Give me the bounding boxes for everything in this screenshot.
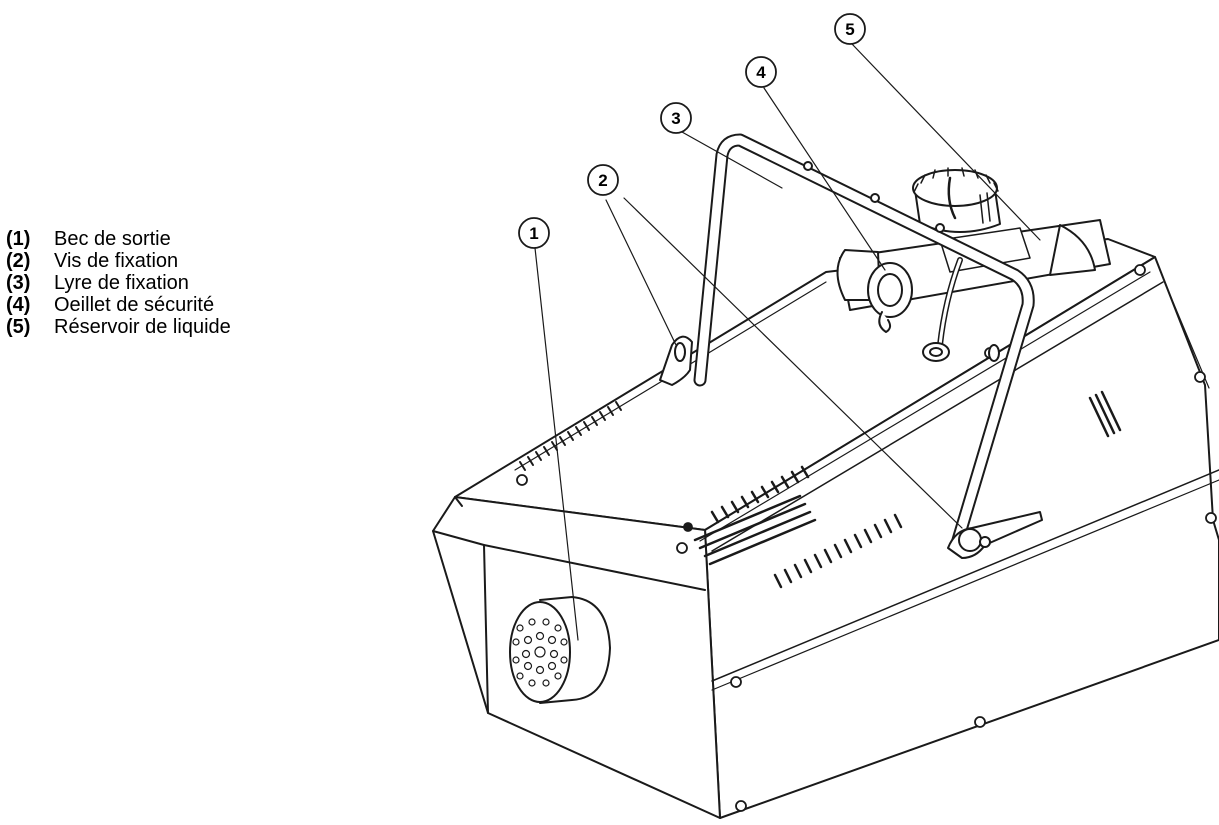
machine-body: [432, 238, 1219, 819]
legend-number: (5): [6, 316, 31, 338]
mounting-bracket: [693, 133, 1035, 547]
leader-line-2a: [605, 199, 677, 346]
legend-number: (3): [6, 272, 31, 294]
callout-5-number: 5: [845, 20, 854, 39]
callout-4-number: 4: [756, 63, 766, 82]
callout-4: 4: [745, 56, 777, 88]
legend-item-4: (4) Oeillet de sécurité: [6, 294, 231, 316]
callout-2-number: 2: [598, 171, 607, 190]
callout-5: 5: [834, 13, 866, 45]
parts-legend: (1) Bec de sortie (2) Vis de fixation (3…: [6, 228, 231, 338]
legend-label: Vis de fixation: [54, 250, 179, 272]
legend-item-2: (2) Vis de fixation: [6, 250, 231, 272]
legend-label: Bec de sortie: [54, 228, 171, 250]
legend-number: (2): [6, 250, 31, 272]
legend-number: (4): [6, 294, 31, 316]
callout-3: 3: [660, 102, 692, 134]
screws: [516, 264, 1217, 812]
side-vent: [773, 390, 1122, 589]
top-vent: [519, 401, 622, 471]
callout-1: 1: [518, 217, 550, 249]
leader-lines: [534, 43, 1041, 641]
liquid-hose: [922, 257, 963, 362]
legend-label: Lyre de fixation: [54, 272, 189, 294]
leader-line-4: [763, 87, 886, 271]
tank-cap: [912, 167, 1001, 233]
output-nozzle: [509, 596, 611, 704]
middle-vent: [693, 465, 817, 566]
callout-2: 2: [587, 164, 619, 196]
legend-item-5: (5) Réservoir de liquide: [6, 316, 231, 338]
fixing-screw-right: [947, 511, 1043, 559]
legend-label: Réservoir de liquide: [54, 316, 231, 338]
leader-line-5: [851, 43, 1041, 241]
leader-line-2b: [623, 197, 963, 529]
legend-item-1: (1) Bec de sortie: [6, 228, 231, 250]
callout-3-number: 3: [671, 109, 680, 128]
legend-item-3: (3) Lyre de fixation: [6, 272, 231, 294]
legend-label: Oeillet de sécurité: [54, 294, 215, 316]
fixing-screw-left: [659, 335, 693, 386]
legend-number: (1): [6, 228, 31, 250]
leader-line-3: [681, 131, 783, 189]
leader-line-1: [534, 247, 579, 641]
callout-1-number: 1: [529, 224, 538, 243]
safety-eyelet: [867, 262, 913, 333]
